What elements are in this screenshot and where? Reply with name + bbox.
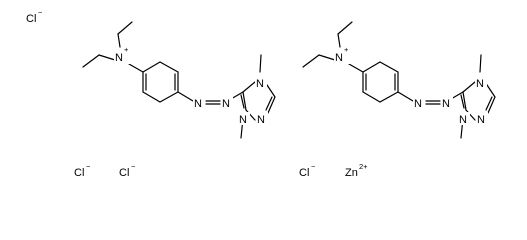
ammonium-charge: +	[124, 45, 129, 54]
chloride-charge: −	[131, 162, 136, 171]
azo-molecule-1: N + N N N N N	[82, 21, 276, 139]
chloride-ion: Cl −	[26, 8, 43, 25]
molecule-atoms: N + N N N N N	[334, 45, 488, 126]
chloride-charge: −	[311, 162, 316, 171]
triazole-nitrogen: N	[459, 114, 467, 126]
chloride-symbol: Cl	[119, 167, 129, 179]
molecule-drawing: Cl − Cl − Cl − Cl − Zn 2+	[26, 8, 496, 179]
chloride-symbol: Cl	[299, 167, 309, 179]
triazole-nitrogen: N	[256, 78, 264, 90]
azo-molecule-2: N + N N N N N	[302, 21, 496, 139]
azo-nitrogen: N	[414, 98, 422, 110]
chloride-symbol: Cl	[74, 167, 84, 179]
chloride-symbol: Cl	[26, 13, 36, 25]
molecule-atoms: N + N N N N N	[114, 45, 268, 126]
zinc-ion: Zn 2+	[345, 162, 368, 179]
triazole-nitrogen: N	[477, 114, 485, 126]
ammonium-charge: +	[344, 45, 349, 54]
ammonium-nitrogen: N	[335, 52, 343, 64]
triazole-nitrogen: N	[239, 114, 247, 126]
zinc-symbol: Zn	[345, 167, 358, 179]
azo-nitrogen: N	[442, 98, 450, 110]
molecule-bonds	[82, 21, 276, 139]
molecule-bonds	[302, 21, 496, 139]
ammonium-nitrogen: N	[115, 52, 123, 64]
chloride-ion: Cl −	[119, 162, 136, 179]
triazole-nitrogen: N	[476, 78, 484, 90]
zinc-charge: 2+	[359, 162, 368, 171]
chloride-charge: −	[86, 162, 91, 171]
chloride-ion: Cl −	[74, 162, 91, 179]
chloride-charge: −	[38, 8, 43, 17]
azo-nitrogen: N	[222, 98, 230, 110]
triazole-nitrogen: N	[257, 114, 265, 126]
azo-nitrogen: N	[194, 98, 202, 110]
chloride-ion: Cl −	[299, 162, 316, 179]
